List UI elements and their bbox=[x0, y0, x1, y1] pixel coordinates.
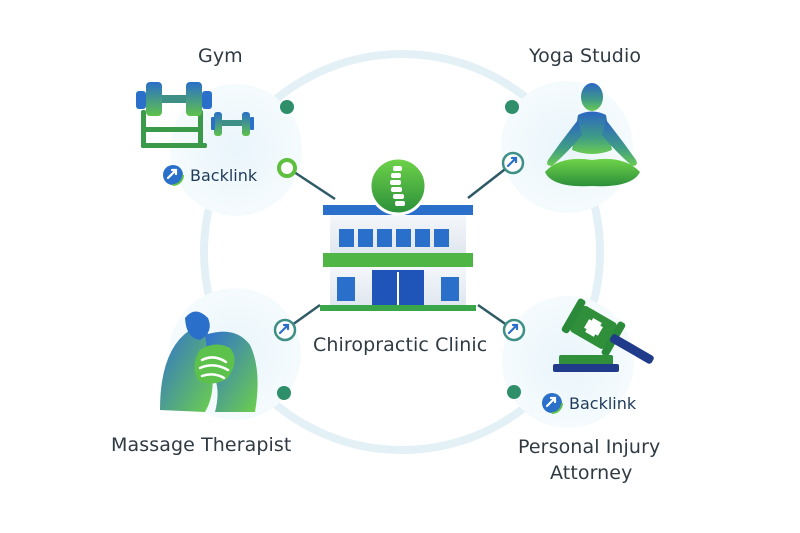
clinic-building-icon bbox=[320, 205, 476, 311]
gym-connector bbox=[287, 166, 336, 201]
dumbbell-icon bbox=[136, 82, 254, 148]
massage-label: Massage Therapist bbox=[111, 434, 292, 456]
massage-link-badge bbox=[273, 318, 297, 342]
yoga-label: Yoga Studio bbox=[529, 45, 642, 67]
center-label: Chiropractic Clinic bbox=[313, 334, 488, 356]
attorney-label-line2: Attorney bbox=[550, 462, 633, 484]
meditation-icon bbox=[545, 83, 640, 187]
gavel-icon bbox=[553, 298, 654, 372]
network-ring bbox=[200, 50, 604, 454]
link-icon bbox=[541, 392, 563, 414]
ring-dot-gym bbox=[280, 100, 294, 114]
gym-link-node bbox=[277, 158, 297, 178]
gym-backlink[interactable]: Backlink bbox=[162, 164, 257, 186]
link-icon bbox=[162, 164, 184, 186]
attorney-link-badge bbox=[502, 318, 526, 342]
attorney-label-line1: Personal Injury bbox=[518, 436, 661, 458]
gym-backlink-label: Backlink bbox=[190, 165, 258, 185]
ring-dot-attorney bbox=[507, 385, 521, 399]
ring-dot-yoga bbox=[505, 100, 519, 114]
attorney-backlink[interactable]: Backlink bbox=[541, 392, 636, 414]
gym-label: Gym bbox=[198, 45, 243, 67]
massage-hands-icon bbox=[160, 311, 258, 412]
ring-dot-massage bbox=[277, 386, 291, 400]
yoga-link-badge bbox=[501, 151, 525, 175]
spine-icon bbox=[368, 156, 428, 216]
attorney-backlink-label: Backlink bbox=[569, 393, 637, 413]
